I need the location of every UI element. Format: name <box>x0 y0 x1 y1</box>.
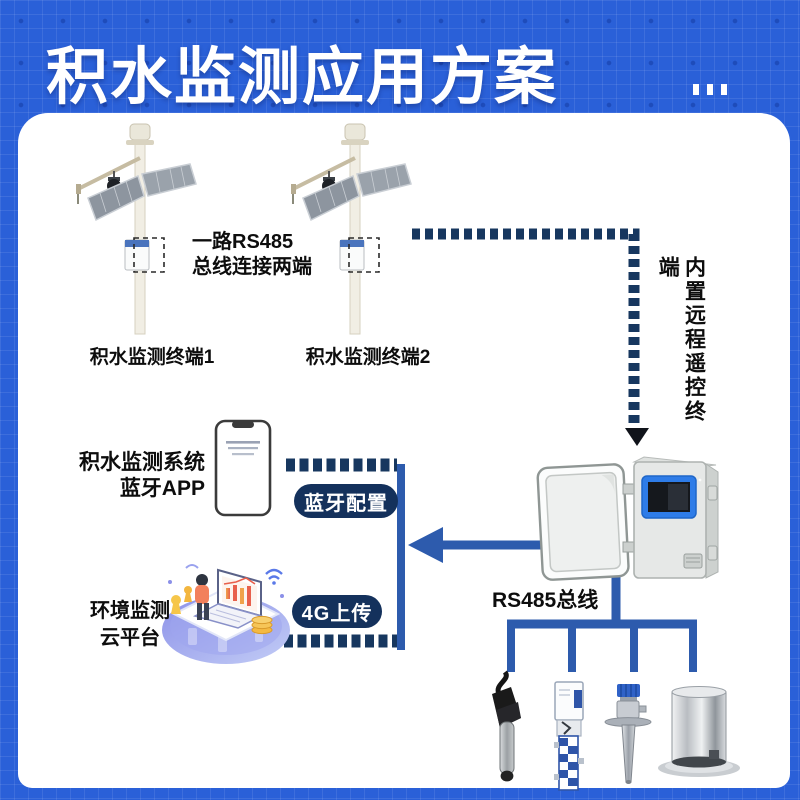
station2-label: 积水监测终端2 <box>305 347 431 368</box>
cloud-label-line1: 环境监测 <box>90 600 170 622</box>
sensor-probe-icon <box>492 670 521 782</box>
cloud-platform-icon <box>162 564 290 664</box>
cloud-label-line2: 云平台 <box>100 627 160 649</box>
phone-icon <box>214 419 272 517</box>
rs485-bus-label: RS485总线 <box>492 589 599 612</box>
ellipsis-icon <box>693 84 727 95</box>
rs485-note-line2: 总线连接两端 <box>192 256 312 278</box>
cloud-platform-label: 环境监测 云平台 <box>78 598 182 652</box>
remote-terminal-label: 内置远程遥控终端 <box>656 256 706 424</box>
station1-label: 积水监测终端1 <box>89 347 215 368</box>
bluetooth-config-badge: 蓝牙配置 <box>294 484 398 518</box>
control-cabinet-icon <box>536 456 719 581</box>
sensor-gauge-icon <box>554 681 584 791</box>
rs485-note-line1: 一路RS485 <box>192 231 294 253</box>
app-label-line2: 蓝牙APP <box>119 477 205 501</box>
content-card <box>18 113 790 788</box>
station2-pole-icon <box>291 123 412 335</box>
upload-4g-badge: 4G上传 <box>292 595 382 628</box>
app-label: 积水监测系统 蓝牙APP <box>60 450 205 503</box>
sensor-radar-icon <box>604 684 652 784</box>
app-label-line1: 积水监测系统 <box>79 451 205 474</box>
station1-pole-icon <box>76 123 197 335</box>
page-title: 积水监测应用方案 <box>46 43 559 112</box>
rs485-note: 一路RS485 总线连接两端 <box>192 230 312 280</box>
sensor-rain-gauge-icon <box>658 686 740 777</box>
